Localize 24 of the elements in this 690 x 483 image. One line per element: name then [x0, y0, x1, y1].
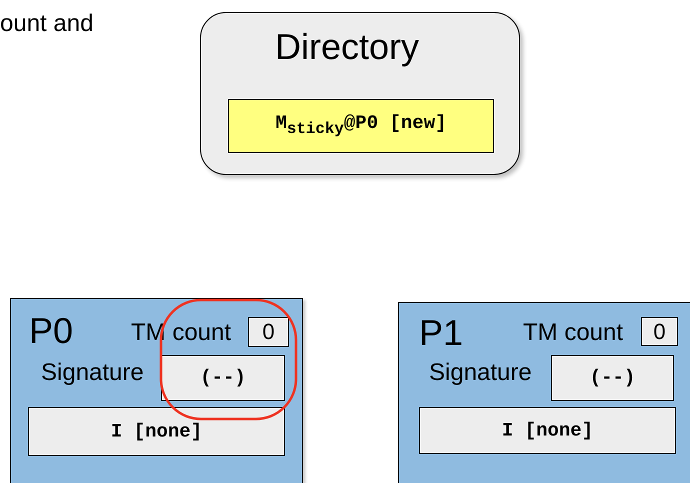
instruction-text: I [none]: [502, 421, 594, 440]
signature-label: Signature: [429, 361, 532, 385]
signature-value: (--): [200, 368, 246, 388]
processor-title: P1: [419, 315, 464, 351]
tm-count-label: TM count: [523, 321, 624, 345]
processor-title: P0: [29, 313, 74, 349]
instruction-box: [419, 407, 676, 454]
box-title: Directory: [275, 29, 420, 65]
signature-box: [161, 355, 285, 401]
note-text: ount and: [0, 10, 94, 38]
count-value: 0: [653, 320, 666, 342]
processor-box: [398, 302, 690, 483]
directory-entry-box: [228, 99, 494, 153]
processor-box: [10, 298, 303, 483]
count-value-box: [641, 317, 678, 346]
count-value: 0: [262, 321, 275, 343]
entry-text: M$_{sticky}$@P0 [new]: [275, 114, 447, 138]
instruction-text: I [none]: [110, 422, 202, 441]
signature-box: [551, 355, 674, 401]
count-value-box: [248, 317, 289, 347]
signature-label: Signature: [41, 361, 144, 385]
directory-box: [200, 12, 520, 175]
instruction-box: [28, 407, 285, 456]
signature-value: (--): [590, 368, 636, 388]
